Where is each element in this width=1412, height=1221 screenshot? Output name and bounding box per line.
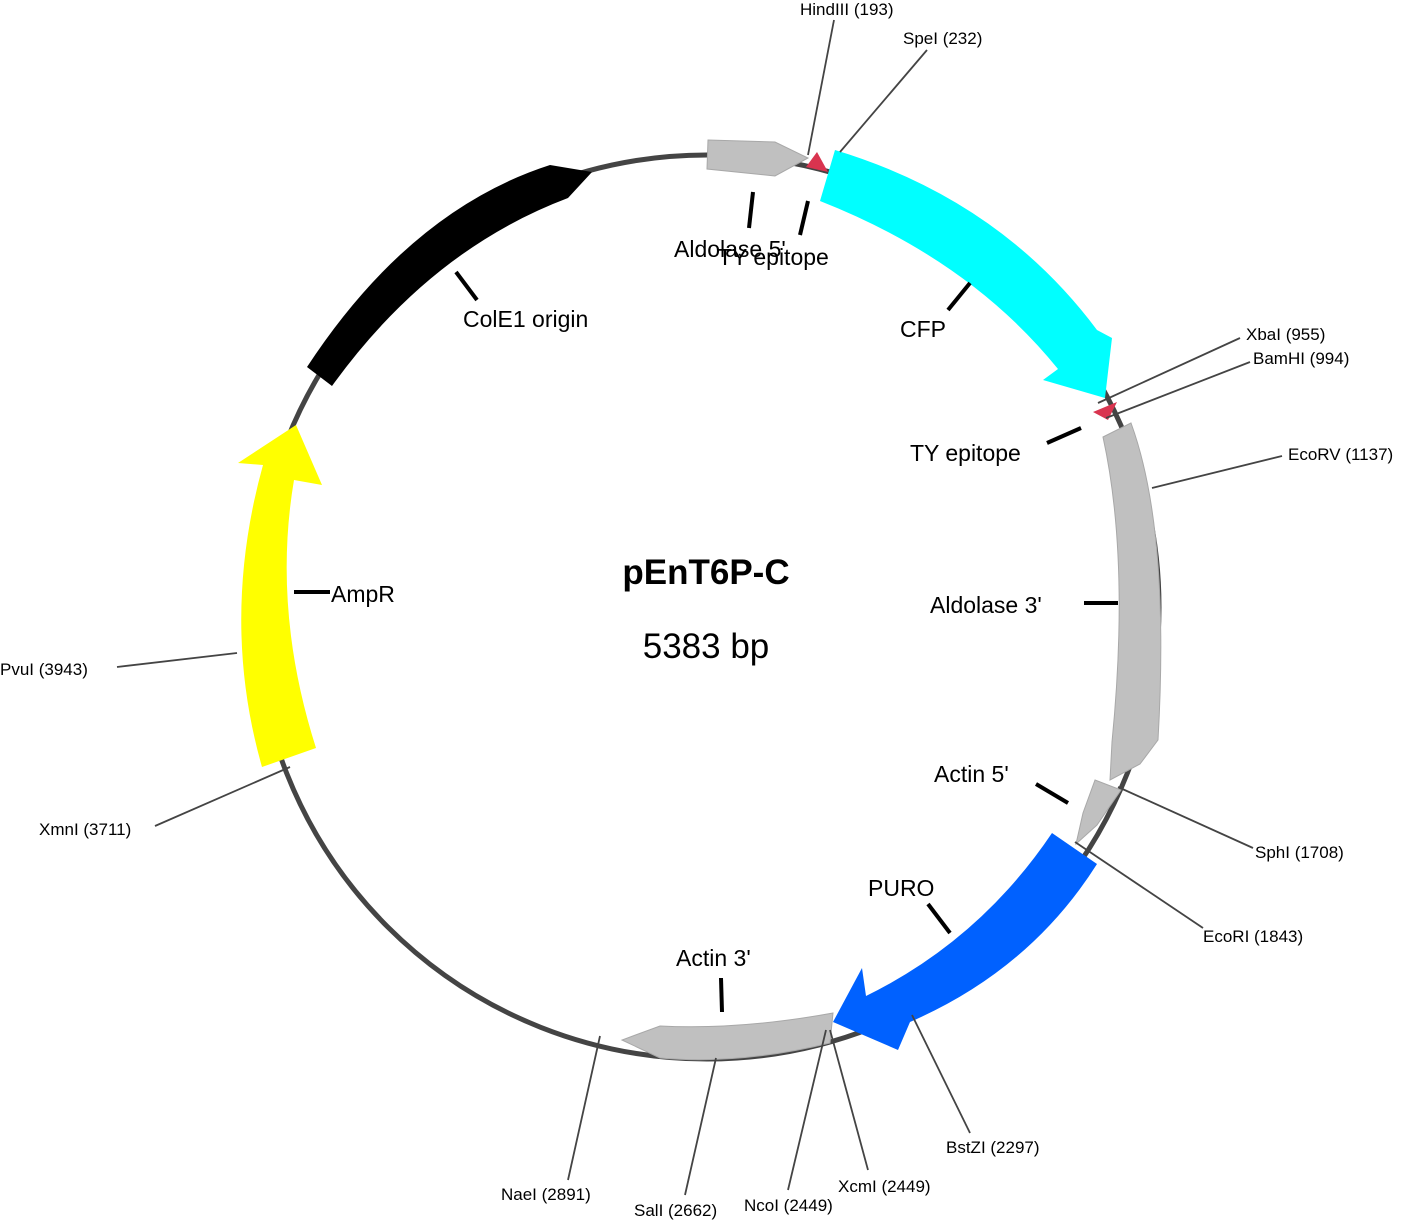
leader-ncoi [787, 1029, 827, 1191]
feature-label-cole1: ColE1 origin [463, 306, 588, 332]
tick-ty-epitope-1 [798, 200, 810, 236]
feature-label-ty-epitope-2: TY epitope [910, 440, 1021, 466]
site-label-sali: SalI (2662) [634, 1201, 717, 1220]
plasmid-name: pEnT6P-C [622, 553, 789, 592]
site-label-sphi: SphI (1708) [1255, 843, 1344, 862]
leader-pvui [116, 652, 238, 668]
leader-xbai [1097, 337, 1241, 404]
feature-label-aldolase3: Aldolase 3' [930, 592, 1042, 618]
site-label-bstzi: BstZI (2297) [946, 1138, 1040, 1157]
site-label-ncoi: NcoI (2449) [744, 1196, 833, 1215]
feature-actin3-arrow [620, 1012, 834, 1061]
tick-cfp [946, 281, 972, 312]
plasmid-size: 5383 bp [643, 627, 770, 666]
leader-ecorv [1151, 455, 1283, 489]
leader-bamhi [1105, 361, 1251, 419]
site-label-pvui: PvuI (3943) [0, 660, 88, 679]
feature-puro-arrow [833, 833, 1097, 1050]
feature-label-cfp: CFP [900, 316, 946, 342]
feature-label-actin5: Actin 5' [934, 761, 1009, 787]
leader-xmni [154, 766, 291, 827]
leader-spei [839, 49, 928, 153]
feature-label-puro: PURO [868, 875, 934, 901]
feature-ty-epitope-1-marker [806, 152, 828, 172]
leader-naei [567, 1035, 601, 1181]
tick-actin3 [719, 977, 724, 1013]
tick-ty-epitope-2 [1046, 426, 1082, 445]
site-label-ecori: EcoRI (1843) [1203, 927, 1303, 946]
feature-label-aldolase5: Aldolase 5' [674, 236, 786, 262]
tick-aldolase5 [747, 191, 755, 229]
feature-ty-epitope-2-marker [1093, 402, 1117, 420]
feature-cole1-arrow [307, 165, 592, 386]
site-label-xbai: XbaI (955) [1246, 325, 1325, 344]
site-label-xcmi: XcmI (2449) [838, 1177, 931, 1196]
feature-cfp-arrow [820, 150, 1112, 398]
tick-puro [926, 902, 952, 935]
site-label-naei: NaeI (2891) [501, 1185, 591, 1204]
feature-actin5-arrow [1075, 779, 1122, 846]
tick-cole1 [454, 270, 479, 302]
leader-bstzi [911, 1014, 971, 1134]
feature-ampr-arrow [238, 425, 322, 767]
feature-label-actin3: Actin 3' [676, 945, 751, 971]
leader-sphi [1117, 786, 1254, 849]
feature-label-ampr: AmpR [331, 581, 395, 607]
leader-ecori [1074, 841, 1204, 929]
leader-xcmi [829, 1029, 869, 1171]
site-label-bamhi: BamHI (994) [1253, 349, 1349, 368]
site-label-hindiii: HindIII (193) [800, 0, 894, 19]
feature-aldolase3-arrow [1102, 422, 1162, 781]
site-label-ecorv: EcoRV (1137) [1288, 445, 1393, 464]
site-label-spei: SpeI (232) [903, 29, 982, 48]
feature-aldolase5-arrow [706, 139, 810, 177]
feature-label-ty-epitope-1: TY epitope [718, 244, 829, 270]
leader-hindiii [807, 19, 835, 156]
site-label-xmni: XmnI (3711) [39, 820, 131, 839]
tick-actin5 [1034, 782, 1070, 805]
leader-sali [684, 1057, 717, 1196]
